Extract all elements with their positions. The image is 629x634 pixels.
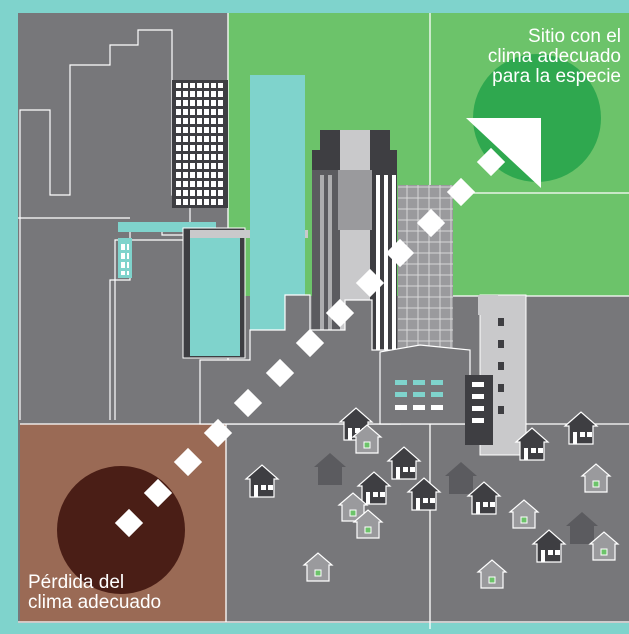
climate-loss-line-1: Pérdida del — [28, 572, 125, 593]
suitable-site-line-3: para la especie — [492, 66, 621, 87]
climate-loss-label: Pérdida del clima adecuado — [28, 573, 161, 613]
climate-loss-line-2: clima adecuado — [28, 592, 162, 613]
suitable-site-line-2: clima adecuado — [487, 46, 621, 67]
grid-building — [398, 185, 453, 365]
suitable-site-line-1: Sitio con el — [528, 26, 621, 47]
diamond-icon — [114, 508, 144, 538]
glass-tower — [250, 75, 305, 365]
left-buildings — [118, 80, 308, 359]
arrowhead-icon — [466, 118, 541, 188]
suitable-site-label: Sitio con el clima adecuado para la espe… — [488, 27, 621, 87]
low-block — [379, 344, 493, 445]
